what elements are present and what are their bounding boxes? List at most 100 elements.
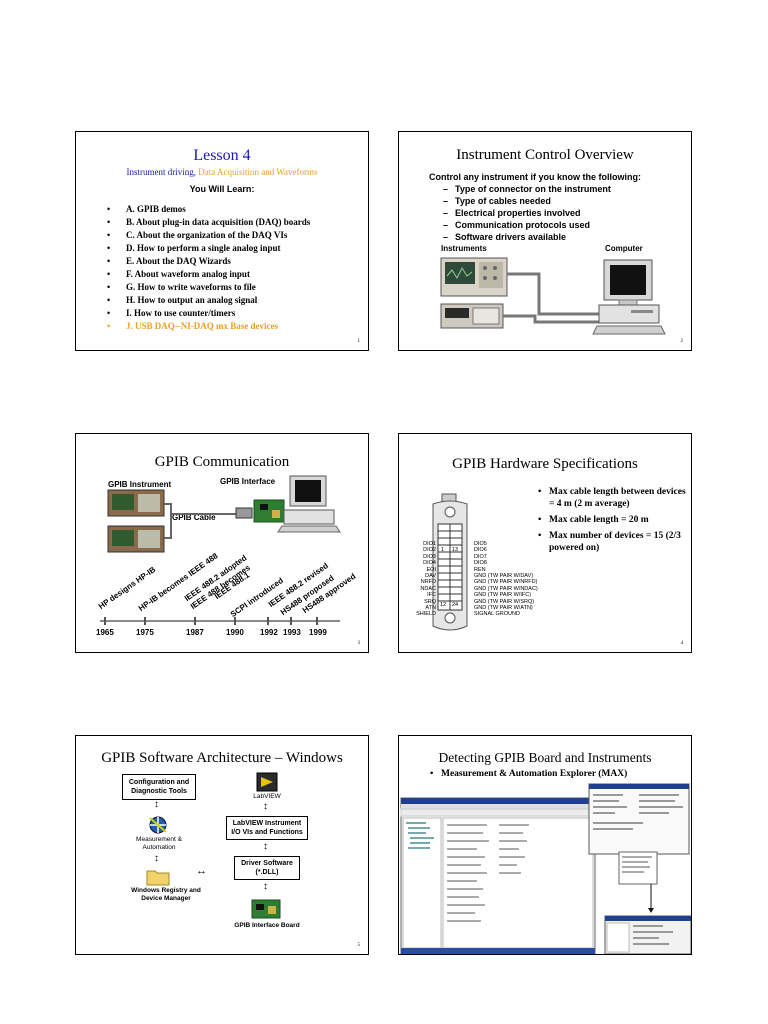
config-tools-box: Configuration and Diagnostic Tools [122, 774, 196, 800]
interface-board-icon [253, 499, 285, 523]
folder-icon [146, 870, 170, 886]
pin-number: 13 [452, 547, 459, 553]
slide-title: GPIB Communication [154, 454, 290, 470]
slide-2: Instrument Control Overview Control any … [398, 131, 692, 351]
slide-title: GPIB Software Architecture – Windows [101, 750, 343, 766]
slide-4: GPIB Hardware Specifications 1 13 12 24 … [398, 433, 692, 653]
page-number: 2 [680, 339, 684, 344]
slide-title: Lesson 4 [193, 147, 251, 164]
device-popup-window [588, 783, 690, 855]
timeline-year: 1987 [186, 628, 204, 637]
computer-label: Computer [605, 244, 643, 253]
oscilloscope-icon [440, 257, 508, 297]
max-main-window [400, 797, 596, 954]
instrument-rack-icon [107, 489, 165, 553]
gpib-interface-label: GPIB Interface [220, 477, 276, 486]
slide-5: GPIB Software Architecture – Windows Con… [75, 735, 369, 955]
list-item: B. About plug-in data acquisition (DAQ) … [104, 216, 364, 229]
subtitle-part2: Data Acquisition and Waveforms [198, 167, 318, 177]
slide-3: GPIB Communication GPIB Instrument GPIB … [75, 433, 369, 653]
pin-label: GND (TW PAIR W/NDAC) [474, 585, 538, 592]
list-item: Software drivers available [429, 231, 679, 243]
list-item: I. How to use counter/timers [104, 307, 364, 320]
list-item: G. How to write waveforms to file [104, 281, 364, 294]
gpib-instrument-label: GPIB Instrument [108, 480, 172, 489]
timeline-tick [144, 617, 146, 625]
slide-6: Detecting GPIB Board and Instruments Mea… [398, 735, 692, 955]
intro-text: Control any instrument if you know the f… [429, 172, 641, 182]
instrument-control-illustration [440, 257, 666, 335]
max-icon [149, 816, 167, 834]
page-number: 5 [357, 943, 361, 948]
arrow-updown-icon: ↕ [154, 799, 159, 810]
pin-label: NDAC [420, 585, 436, 592]
pin-label: DIO7 [474, 553, 487, 560]
spec-list: Max cable length between devices = 4 m (… [537, 486, 687, 558]
pin-label: SIGNAL GROUND [474, 611, 520, 618]
list-item: F. About waveform analog input [104, 268, 364, 281]
pin-labels-left: DIO1 DIO2 DIO3 DIO4 EOI DAV NRFD NDAC IF… [401, 541, 436, 618]
registry-label: Windows Registry and Device Manager [131, 887, 201, 902]
instruments-label: Instruments [441, 244, 487, 253]
gpib-connector-icon [235, 507, 253, 519]
slide-title: Instrument Control Overview [456, 147, 634, 163]
pin-label: SRQ [424, 598, 436, 605]
list-item: Measurement & Automation Explorer (MAX) [429, 768, 629, 780]
board-label: GPIB Interface Board [234, 922, 300, 929]
list-item: H. How to output an analog signal [104, 294, 364, 307]
interface-board-icon [251, 899, 281, 919]
list-item: A. GPIB demos [104, 203, 364, 216]
pin-label: GND (TW PAIR W/SRQ) [474, 598, 535, 605]
pin-number: 1 [441, 547, 445, 553]
pin-label: DIO4 [423, 560, 436, 567]
list-item: D. How to perform a single analog input [104, 242, 364, 255]
gpib-connector-diagram [432, 493, 468, 631]
page-number: 4 [680, 641, 684, 646]
timeline-year: 1990 [226, 628, 244, 637]
instrument-window [604, 915, 691, 954]
bullet-list: Measurement & Automation Explorer (MAX) [429, 768, 629, 784]
pin-label: ATN [425, 605, 436, 612]
pin-label: NRFD [420, 579, 436, 586]
pin-label: GND (TW PAIR W/NRFD) [474, 579, 538, 586]
pin-label: IFC [427, 592, 436, 599]
timeline-tick [290, 617, 292, 625]
max-screenshot [400, 783, 691, 954]
pin-label: DIO8 [474, 560, 487, 567]
timeline-year: 1993 [283, 628, 301, 637]
timeline-year: 1999 [309, 628, 327, 637]
list-item: Communication protocols used [429, 219, 679, 231]
computer-icon [277, 475, 341, 533]
computer-icon [592, 259, 666, 335]
pin-label: DAV [425, 573, 436, 580]
slide-subtitle: Instrument driving, Data Acquisition and… [76, 167, 368, 177]
section-heading: You Will Learn: [189, 184, 255, 194]
pin-number: 12 [440, 602, 447, 608]
pin-label: REN [474, 566, 486, 573]
max-label: Measurement & Automation [136, 836, 182, 851]
page-number: 3 [357, 641, 361, 646]
labview-label: LabVIEW [253, 793, 281, 800]
pin-labels-right: DIO5 DIO6 DIO7 DIO8 REN GND (TW PAIR W/D… [474, 541, 544, 618]
list-item: Type of cables needed [429, 195, 679, 207]
pin-label: DIO2 [423, 547, 436, 554]
pin-number: 24 [452, 602, 459, 608]
driver-software-box: Driver Software (*.DLL) [234, 856, 300, 880]
pin-label: SHIELD [416, 611, 436, 618]
list-item: E. About the DAQ Wizards [104, 255, 364, 268]
timeline-axis [100, 620, 340, 622]
arrow-updown-icon: ↕ [154, 853, 159, 864]
multimeter-icon [440, 303, 504, 329]
timeline-year: 1965 [96, 628, 114, 637]
arrow-both-icon: ↔ [196, 865, 207, 877]
pin-label: GND (TW PAIR W/ATN) [474, 605, 533, 612]
gpib-illustration [107, 475, 341, 553]
list-item: Max number of devices = 15 (2/3 powered … [537, 530, 687, 554]
timeline-tick [104, 617, 106, 625]
pin-label: EOI [426, 566, 436, 573]
arrow-updown-icon: ↕ [263, 841, 268, 852]
timeline-tick [194, 617, 196, 625]
pin-label: GND (TW PAIR W/IFC) [474, 592, 532, 599]
learning-list: A. GPIB demos B. About plug-in data acqu… [104, 203, 364, 333]
list-item: Type of connector on the instrument [429, 183, 679, 195]
